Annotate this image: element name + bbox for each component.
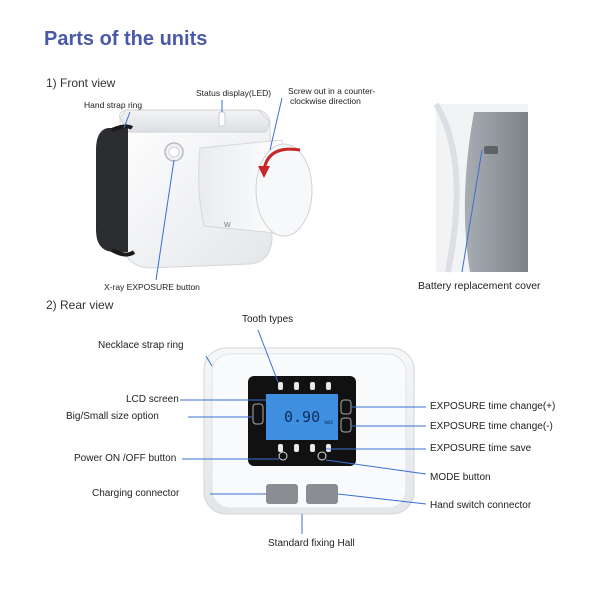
exposure-save-label: EXPOSURE time save bbox=[430, 443, 532, 454]
rear-view-heading: 2) Rear view bbox=[46, 298, 114, 312]
status-display-label: Status display(LED) bbox=[196, 88, 272, 98]
big-small-option-label: Big/Small size option bbox=[66, 411, 159, 422]
page-title: Parts of the units bbox=[44, 28, 208, 50]
front-device bbox=[96, 109, 313, 269]
exposure-minus-label: EXPOSURE time change(-) bbox=[430, 421, 553, 432]
necklace-strap-ring-label: Necklace strap ring bbox=[98, 340, 184, 351]
hand-switch-port bbox=[306, 484, 338, 504]
brand-text: W bbox=[224, 222, 231, 229]
screw-out-label-line1: Screw out in a counter- bbox=[288, 86, 376, 96]
lcd-value: 0.90 bbox=[284, 408, 321, 426]
standard-fixing-hall-label: Standard fixing Hall bbox=[268, 538, 355, 549]
exposure-button-label: X-ray EXPOSURE button bbox=[104, 282, 200, 292]
front-view-heading: 1) Front view bbox=[46, 76, 116, 90]
lcd-screen-label: LCD screen bbox=[126, 394, 179, 405]
charging-connector-label: Charging connector bbox=[92, 488, 180, 499]
hand-strap-ring-label: Hand strap ring bbox=[84, 100, 143, 110]
lcd-display bbox=[266, 394, 338, 440]
lcd-unit: sec bbox=[324, 420, 334, 426]
hand-switch-connector-label: Hand switch connector bbox=[430, 500, 532, 511]
power-button-label: Power ON /OFF button bbox=[74, 453, 177, 464]
battery-cover-label: Battery replacement cover bbox=[418, 280, 541, 292]
screw-out-label-line2: clockwise direction bbox=[290, 96, 361, 106]
tooth-types-label: Tooth types bbox=[242, 314, 294, 325]
mode-button-label: MODE button bbox=[430, 472, 491, 483]
exposure-plus-label: EXPOSURE time change(+) bbox=[430, 401, 556, 412]
charging-port bbox=[266, 484, 298, 504]
battery-closeup bbox=[433, 102, 528, 273]
